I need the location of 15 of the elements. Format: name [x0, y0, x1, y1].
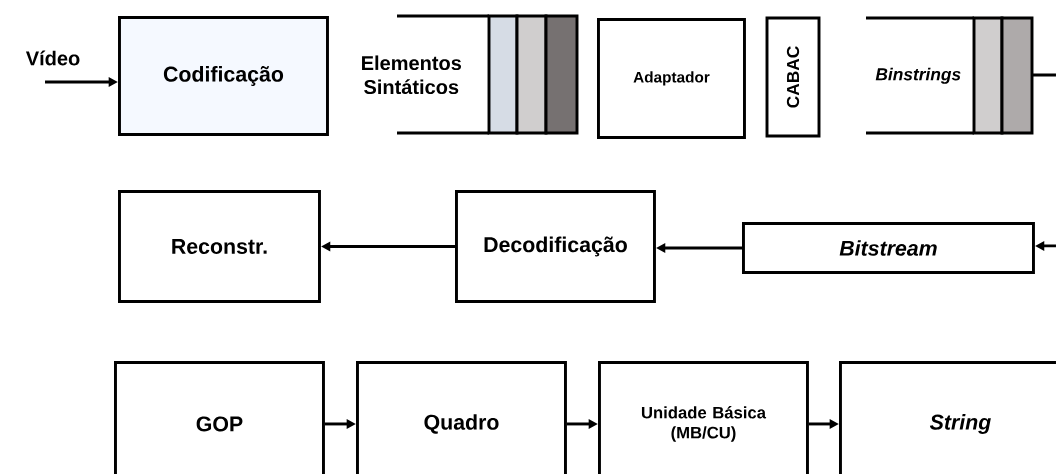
process-box: Unidade Básica (MB/CU): [598, 361, 809, 474]
node-label: Binstrings: [875, 67, 961, 84]
input-label: Vídeo: [25, 50, 80, 66]
buffer-drawing: Elementos Sintáticos: [362, 14, 579, 135]
process-box: Bitstream: [742, 222, 1035, 274]
node-label: Elementos Sintáticos: [362, 55, 462, 95]
process-box: Quadro: [356, 361, 567, 474]
process-box: GOP: [114, 361, 325, 474]
process-box: String: [839, 361, 1056, 474]
process-box: Decodificação: [455, 190, 656, 303]
process-box: Reconstr.: [118, 190, 321, 303]
buffer-drawing: Binstrings: [866, 16, 1034, 135]
process-box: Adaptador: [597, 18, 746, 139]
process-box: CABAC: [765, 16, 821, 138]
process-box: Codificação: [118, 16, 329, 136]
